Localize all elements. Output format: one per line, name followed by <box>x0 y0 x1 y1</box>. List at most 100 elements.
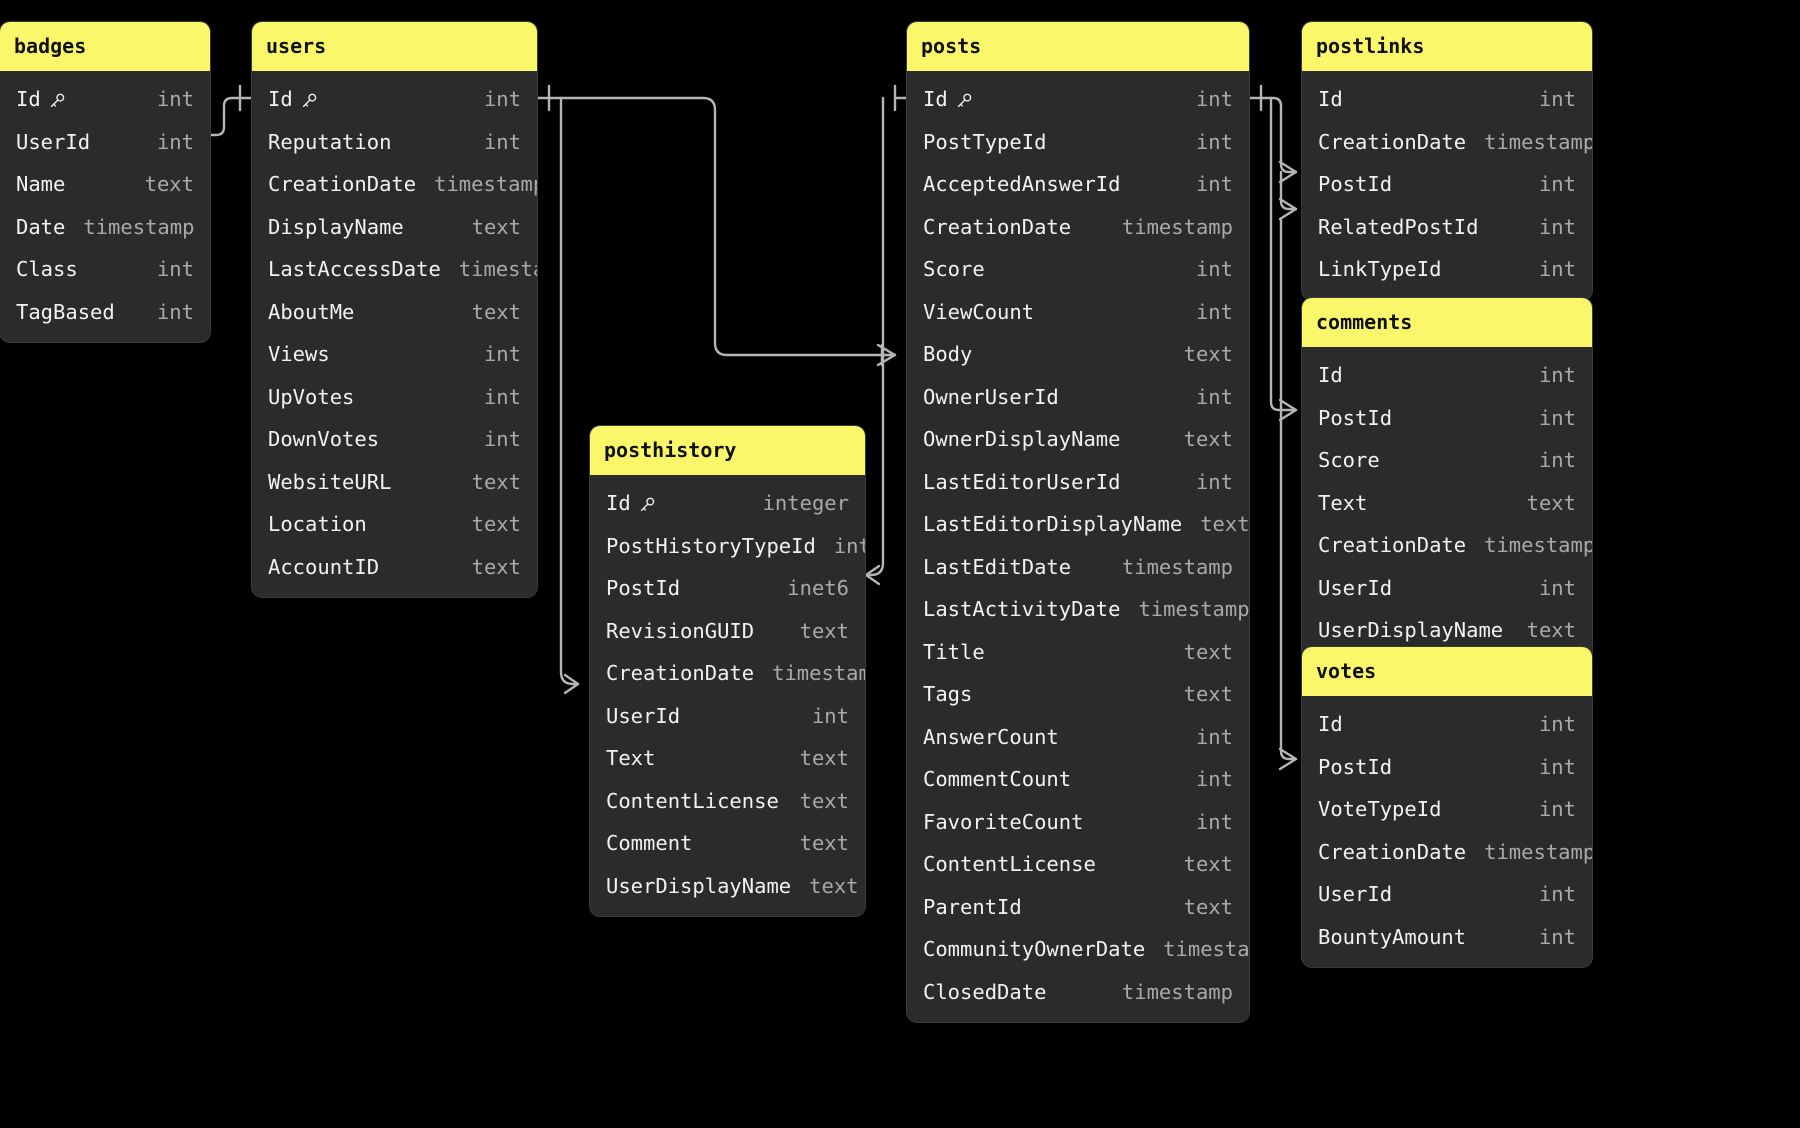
field-type: timestamp <box>434 172 537 197</box>
field-type: timestamp <box>1138 597 1249 622</box>
field-name-label: LastEditDate <box>923 554 1072 579</box>
field-name-label: Id <box>606 491 631 516</box>
field-name-label: LastAccessDate <box>268 257 441 282</box>
field-name-label: CreationDate <box>268 172 417 197</box>
field-row[interactable]: LastAccessDatetimestamp <box>252 248 537 291</box>
field-name: Id <box>1318 363 1343 387</box>
field-type: int <box>483 384 521 409</box>
field-row[interactable]: CreationDate timestamp <box>252 163 537 206</box>
field-name: Id <box>606 491 657 515</box>
field-type: text <box>471 299 521 324</box>
field-name: RelatedPostId <box>1318 215 1478 239</box>
field-name: Body <box>923 342 972 366</box>
link-posts-postlinks-relatedpostid <box>1279 170 1298 211</box>
field-row[interactable]: CommunityOwnerDatetimestamp <box>907 928 1249 971</box>
field-type: text <box>1183 427 1233 452</box>
field-name-label: Text <box>606 746 656 771</box>
field-name-label: TagBased <box>16 299 115 324</box>
field-type: int <box>1195 299 1233 324</box>
field-name-label: PostId <box>1318 754 1393 779</box>
field-name: Id <box>1318 87 1343 111</box>
field-type: timestamp <box>1484 533 1592 558</box>
field-type: int <box>483 427 521 452</box>
field-name: AnswerCount <box>923 725 1059 749</box>
link-posts-posthistory <box>864 96 885 577</box>
field-type: int <box>1538 712 1576 737</box>
